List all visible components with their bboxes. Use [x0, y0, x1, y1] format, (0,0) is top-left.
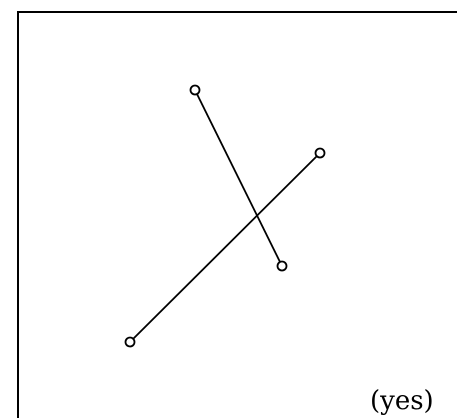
diagram-frame: [17, 11, 457, 418]
segment-a: [194, 89, 283, 267]
segment-a-start-point: [189, 84, 201, 96]
segment-a-end-point: [276, 260, 288, 272]
segment-b: [129, 152, 321, 343]
intersection-answer-label: (yes): [370, 386, 434, 416]
segment-b-start-point: [124, 336, 136, 348]
segment-b-end-point: [314, 147, 326, 159]
